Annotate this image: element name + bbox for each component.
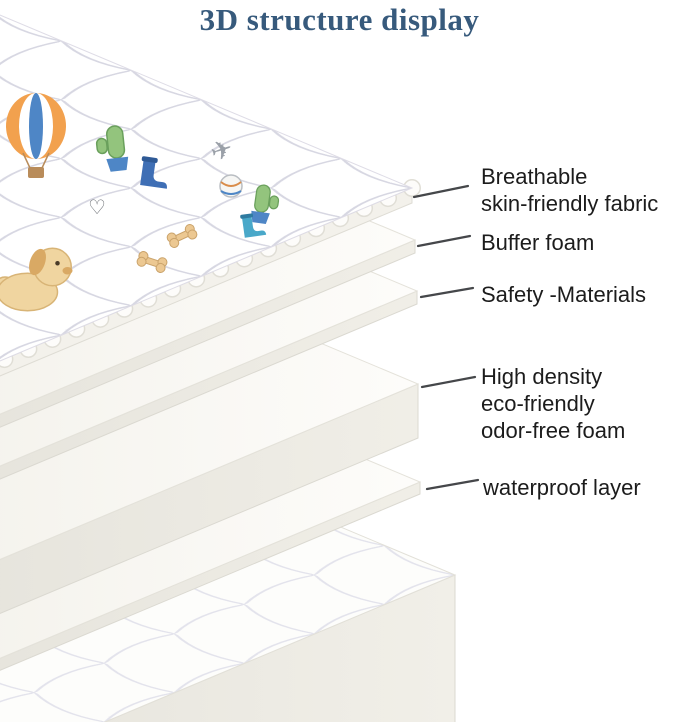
bone-icon	[166, 224, 198, 248]
fabric-top-face	[0, 14, 414, 362]
hot-air-balloon-icon	[6, 93, 66, 178]
label-line: waterproof layer	[483, 475, 641, 500]
buffer-front-face	[0, 239, 416, 428]
bone-icon	[136, 251, 168, 273]
fabric-motifs: ✈ ♡	[0, 93, 280, 312]
page-title: 3D structure display	[199, 2, 480, 37]
cactus-icon	[95, 125, 129, 172]
puppy-icon	[0, 247, 73, 312]
layer-label-breathable-fabric: Breathable skin-friendly fabric	[481, 163, 658, 217]
high-density-front-face	[0, 383, 419, 614]
cactus-icon	[251, 184, 280, 224]
label-line: Buffer foam	[481, 230, 595, 255]
layer-label-high-density-foam: High density eco-friendly odor-free foam	[481, 363, 625, 444]
label-line: skin-friendly fabric	[481, 191, 659, 216]
ball-icon	[219, 174, 243, 198]
label-line: High density	[481, 364, 603, 389]
fabric-front-face	[0, 187, 413, 377]
waterproof-front-face	[0, 481, 421, 671]
layer-label-buffer-foam: Buffer foam	[481, 229, 594, 256]
boot-icon	[140, 156, 167, 189]
heart-icon: ♡	[88, 195, 106, 219]
label-line: eco-friendly	[481, 391, 595, 416]
leader-line-waterproof	[425, 478, 480, 491]
leader-lines	[412, 184, 480, 491]
layer-top-fabric: ✈ ♡	[0, 14, 421, 377]
boot-icon	[240, 213, 267, 238]
label-line: odor-free foam	[481, 418, 626, 443]
layer-label-safety-materials: Safety -Materials	[481, 281, 646, 308]
label-line: Breathable	[481, 164, 588, 189]
leader-line-buffer-foam	[416, 234, 472, 248]
leader-line-high-density-foam	[420, 375, 477, 389]
leader-line-breathable-fabric	[412, 184, 470, 199]
layer-label-waterproof: waterproof layer	[483, 474, 641, 501]
leader-line-safety-materials	[419, 286, 475, 299]
safety-front-face	[0, 290, 418, 480]
label-line: Safety -Materials	[481, 282, 647, 307]
